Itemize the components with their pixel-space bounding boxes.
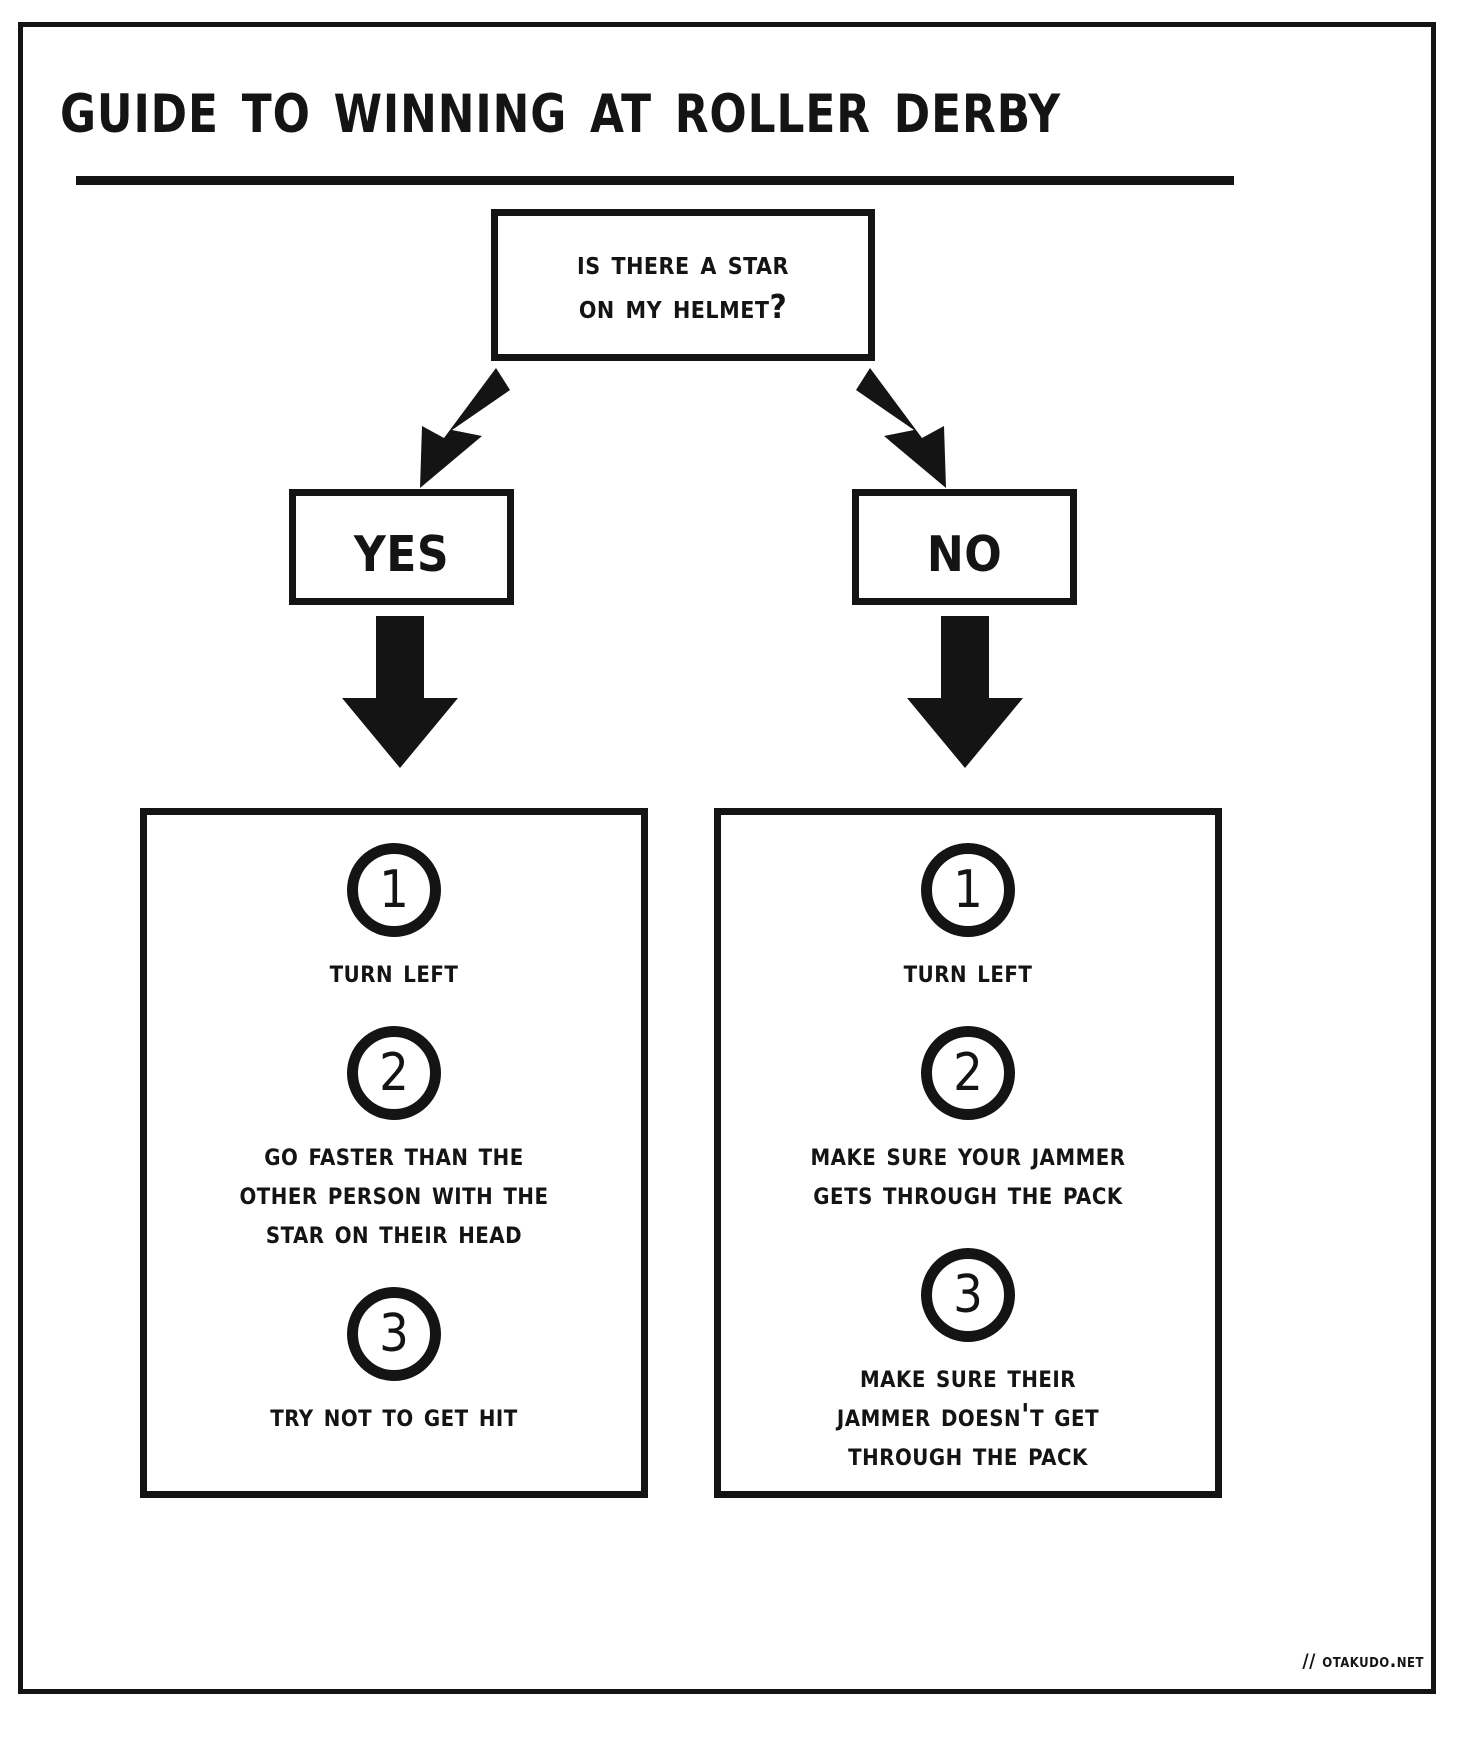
- step-number-badge: 2: [347, 1026, 441, 1120]
- step-number-badge: 3: [921, 1248, 1015, 1342]
- question-line-1: Is there a star: [577, 243, 789, 282]
- title-block: Guide to Winning at Roller Derby: [60, 58, 1240, 188]
- arrow-question-to-no: [856, 368, 966, 488]
- step-text: Try not to get hit: [270, 1398, 518, 1434]
- step-item: 3 Try not to get hit: [165, 1287, 623, 1436]
- page-border: [18, 22, 1436, 1694]
- answer-label-no: No: [926, 506, 1003, 588]
- step-item: 2 Make sure your jammer gets through the…: [739, 1026, 1197, 1214]
- step-item: 1 Turn left: [165, 843, 623, 992]
- step-number-badge: 1: [921, 843, 1015, 937]
- question-line-2: on my helmet?: [578, 287, 788, 326]
- step-text: Turn left: [903, 954, 1033, 990]
- answer-box-yes: Yes: [289, 489, 514, 605]
- answer-box-no: No: [852, 489, 1077, 605]
- question-text: Is there a star on my helmet?: [577, 241, 789, 329]
- footer-credit: // otakudo.net: [1302, 1650, 1424, 1672]
- arrow-question-to-yes: [400, 368, 510, 488]
- steps-box-no: 1 Turn left 2 Make sure your jammer gets…: [714, 808, 1222, 1498]
- page-title: Guide to Winning at Roller Derby: [60, 61, 1062, 150]
- step-item: 1 Turn left: [739, 843, 1197, 992]
- question-box: Is there a star on my helmet?: [491, 209, 875, 361]
- step-text: Go faster than the other person with the…: [239, 1137, 549, 1251]
- step-text: Turn left: [329, 954, 459, 990]
- step-number-badge: 1: [347, 843, 441, 937]
- arrow-no-to-steps: [905, 616, 1025, 768]
- answer-label-yes: Yes: [353, 506, 450, 588]
- steps-list-no: 1 Turn left 2 Make sure your jammer gets…: [721, 815, 1215, 1491]
- step-number-badge: 2: [921, 1026, 1015, 1120]
- steps-list-yes: 1 Turn left 2 Go faster than the other p…: [147, 815, 641, 1491]
- step-item: 3 Make sure their Jammer doesn't get thr…: [739, 1248, 1197, 1475]
- step-number-badge: 3: [347, 1287, 441, 1381]
- title-underline: [76, 176, 1234, 185]
- arrow-yes-to-steps: [340, 616, 460, 768]
- steps-box-yes: 1 Turn left 2 Go faster than the other p…: [140, 808, 648, 1498]
- step-text: Make sure their Jammer doesn't get throu…: [836, 1359, 1100, 1473]
- step-text: Make sure your jammer gets through the p…: [810, 1137, 1126, 1212]
- step-item: 2 Go faster than the other person with t…: [165, 1026, 623, 1253]
